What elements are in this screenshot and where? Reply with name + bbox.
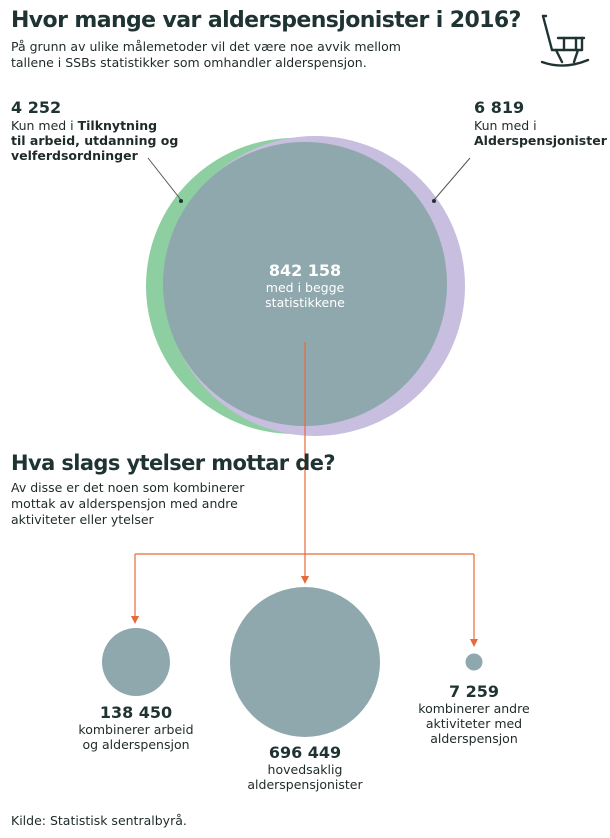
- arrowhead-center: [301, 576, 309, 584]
- group-other-line-1: kombinerer andre: [418, 701, 530, 716]
- section2-line-1: Av disse er det noen som kombinerer: [11, 480, 245, 495]
- right-leader-line: [433, 157, 471, 201]
- group-other-line-2: aktiviteter med: [425, 716, 523, 731]
- left-stat-bold-2: til arbeid, utdanning og: [11, 133, 179, 148]
- right-stat-line-1: Kun med i: [474, 118, 537, 133]
- circle-work: [102, 628, 170, 696]
- section2-line-2: mottak av alderspensjon med andre: [11, 496, 238, 511]
- circle-main: [230, 587, 380, 737]
- overlap-circle: [163, 142, 447, 426]
- arrowhead-left: [131, 616, 139, 624]
- right-stat-label: Kun med i Alderspensjonister: [474, 118, 607, 148]
- circle-other: [465, 653, 483, 671]
- rocking-chair-icon: [540, 14, 590, 67]
- left-leader-dot: [179, 199, 183, 203]
- group-work-value: 138 450: [99, 703, 173, 722]
- group-main-line-1: hovedsaklig: [267, 762, 343, 777]
- left-leader-line: [147, 157, 182, 201]
- group-main-line-2: alderspensjonister: [247, 777, 363, 792]
- right-leader-dot: [432, 199, 436, 203]
- right-stat: 6 819 Kun med i Alderspensjonister: [474, 98, 607, 148]
- left-stat-bold-3: velferdsordninger: [11, 148, 138, 163]
- intro-text: På grunn av ulike målemetoder vil det væ…: [11, 39, 401, 71]
- section2-title: Hva slags ytelser mottar de?: [11, 451, 336, 475]
- left-stat-label: Kun med i Tilknytning til arbeid, utdann…: [11, 118, 178, 163]
- section2-text: Av disse er det noen som kombinerer mott…: [11, 480, 244, 528]
- center-stat-value: 842 158: [268, 261, 342, 280]
- group-other-value: 7 259: [448, 682, 500, 701]
- group-other-label: 7 259 kombinerer andre aktiviteter med a…: [394, 682, 554, 746]
- group-main-value: 696 449: [268, 743, 342, 762]
- intro-line-1: På grunn av ulike målemetoder vil det væ…: [11, 39, 401, 54]
- group-other-line-3: alderspensjon: [430, 731, 518, 746]
- page-title: Hvor mange var alderspensjonister i 2016…: [11, 8, 521, 33]
- left-stat-plain: Kun med i: [11, 118, 78, 133]
- group-main-label: 696 449 hovedsaklig alderspensjonister: [225, 743, 385, 792]
- left-stat-value: 4 252: [11, 98, 62, 117]
- right-stat-line-2: Alderspensjonister: [474, 133, 607, 148]
- source-note: Kilde: Statistisk sentralbyrå.: [11, 813, 187, 828]
- center-stat: 842 158 med i begge statistikkene: [225, 261, 385, 310]
- arrowhead-right: [470, 639, 478, 647]
- left-stat-bold-1: Tilknytning: [77, 118, 158, 133]
- intro-line-2: tallene i SSBs statistikker som omhandle…: [11, 55, 367, 70]
- group-work-line-1: kombinerer arbeid: [78, 722, 194, 737]
- left-stat: 4 252 Kun med i Tilknytning til arbeid, …: [11, 98, 178, 163]
- section2-line-3: aktiviteter eller ytelser: [11, 512, 154, 527]
- center-stat-line-2: statistikkene: [265, 295, 345, 310]
- group-work-label: 138 450 kombinerer arbeid og alderspensj…: [56, 703, 216, 752]
- center-stat-line-1: med i begge: [265, 280, 345, 295]
- group-work-line-2: og alderspensjon: [82, 737, 190, 752]
- right-stat-value: 6 819: [474, 98, 525, 117]
